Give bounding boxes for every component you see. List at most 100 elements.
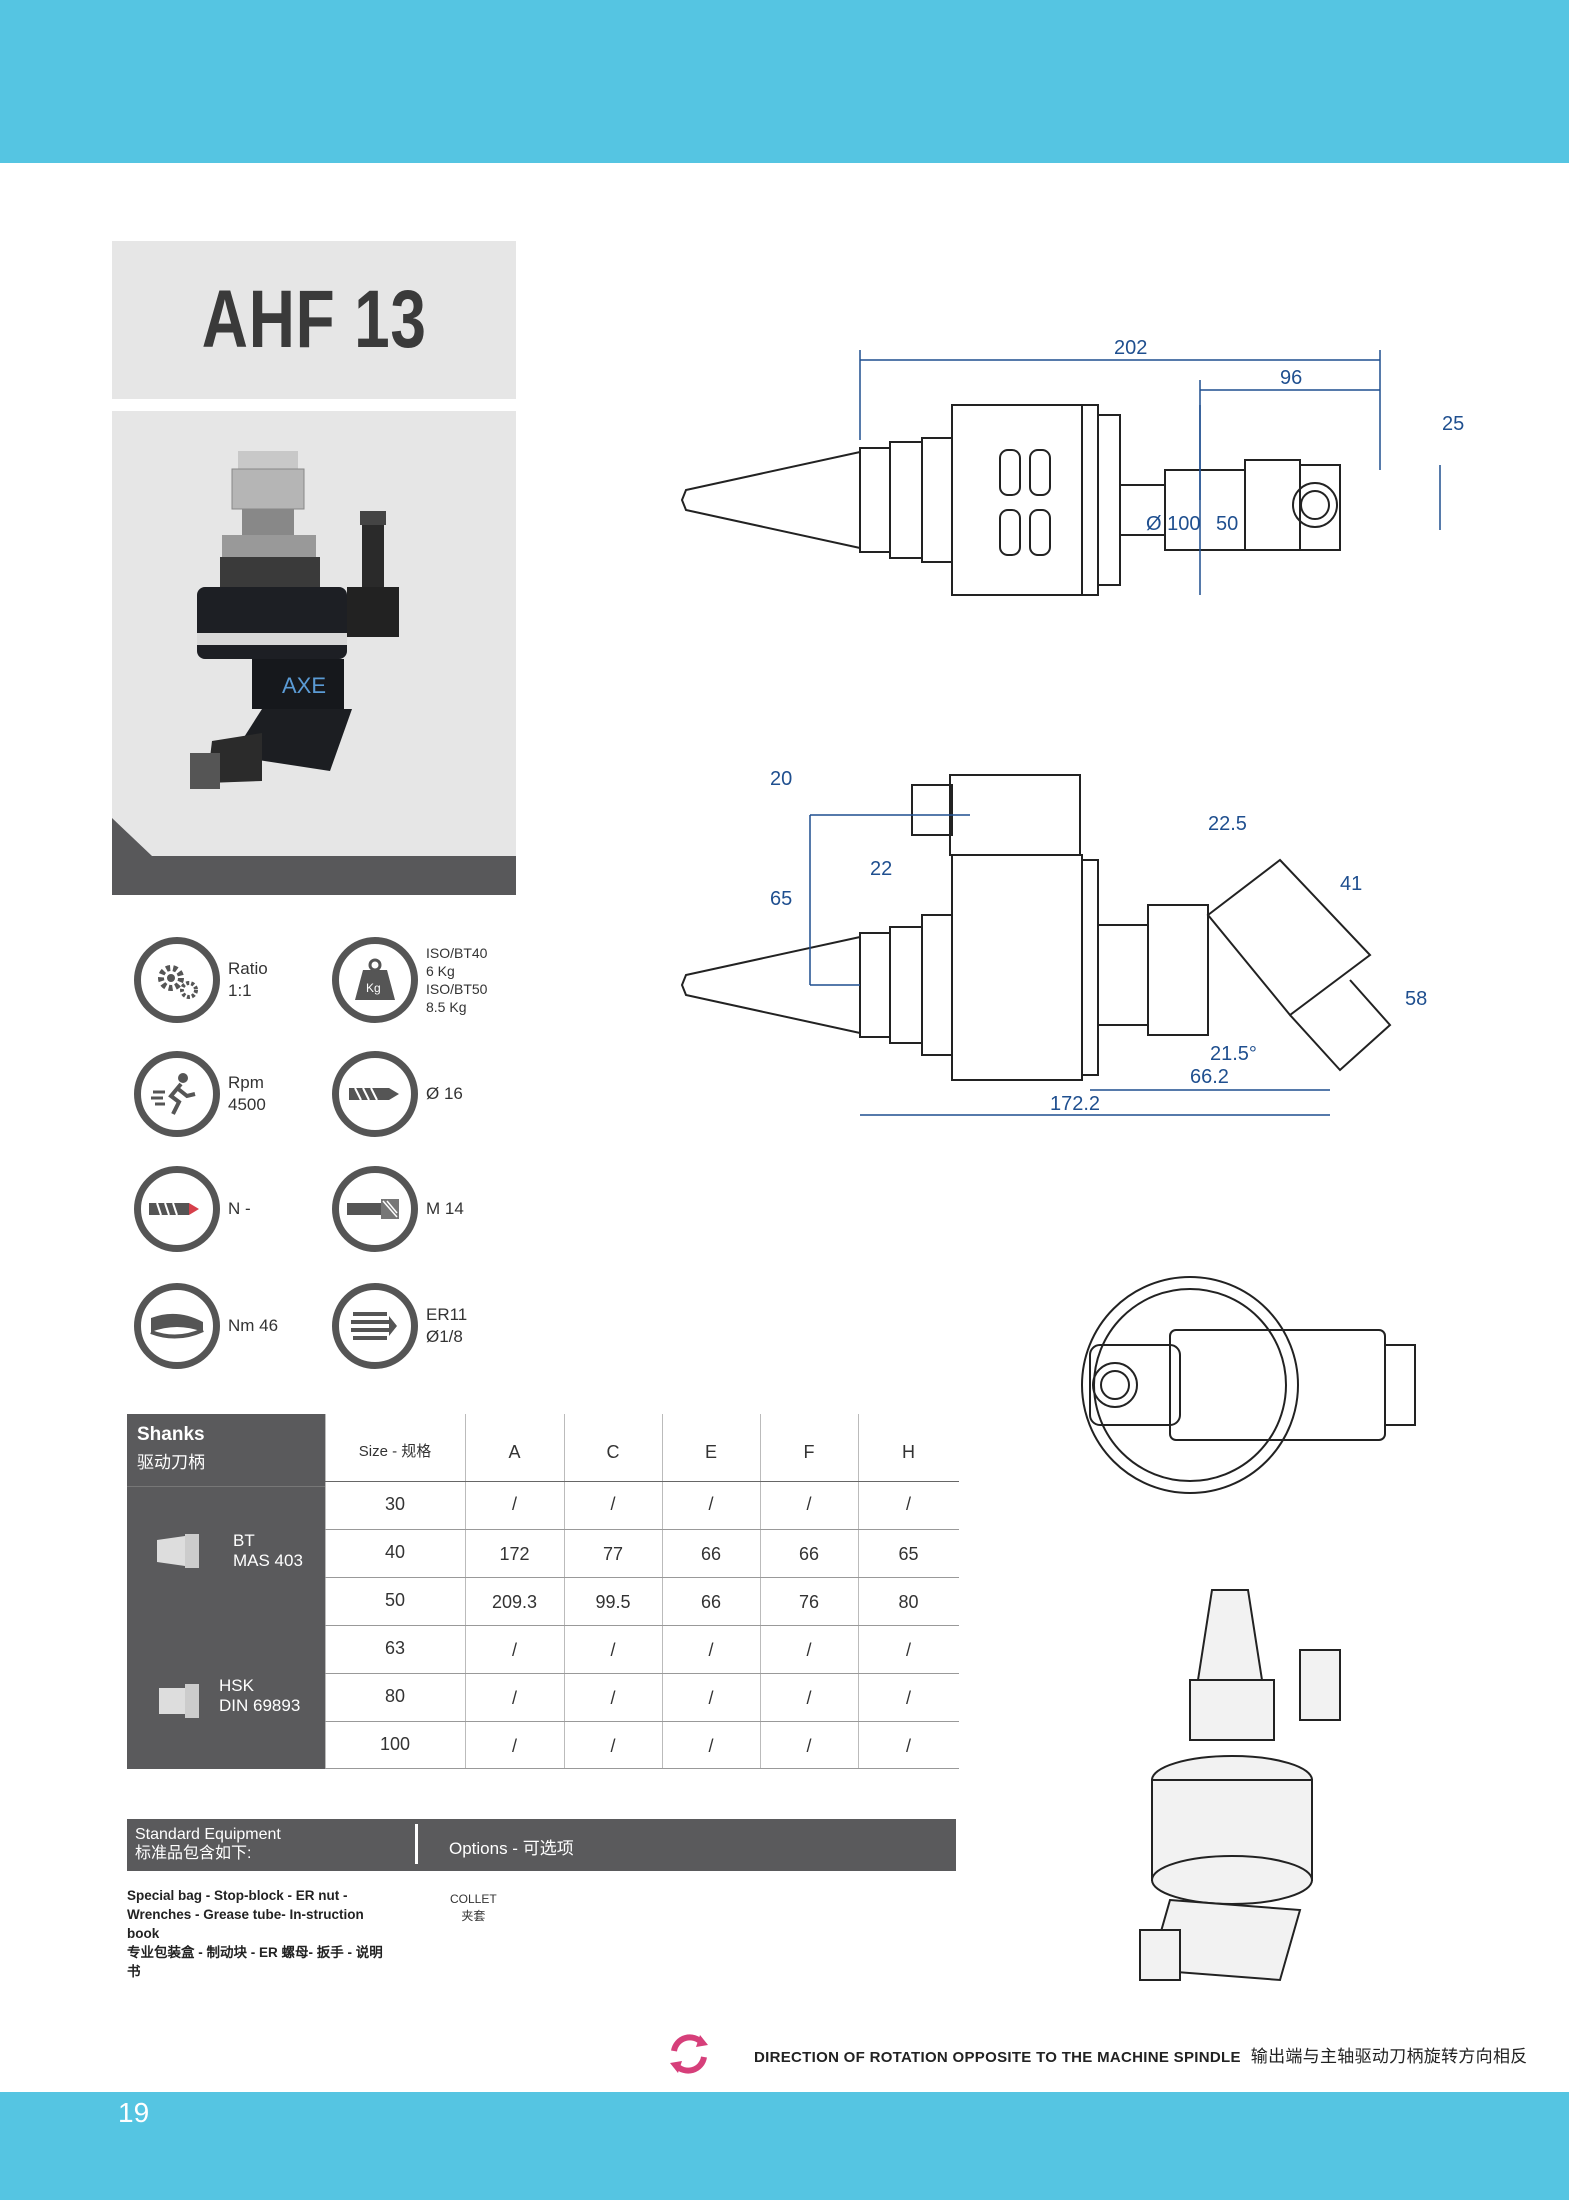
col-header-f: F bbox=[803, 1442, 815, 1462]
dim-50: 50 bbox=[1216, 513, 1238, 535]
standard-equipment-list: Special bag - Stop-block - ER nut - Wren… bbox=[127, 1886, 392, 1981]
drawing-top-view: 202 96 25 Ø 100 50 bbox=[680, 337, 1464, 596]
tool-photo-illustration: AXE bbox=[190, 451, 399, 789]
table-cell: / bbox=[708, 1736, 714, 1756]
table-cell: / bbox=[806, 1688, 812, 1708]
spec-weight-text: ISO/BT40 6 Kg ISO/BT50 8.5 Kg bbox=[426, 945, 488, 1015]
options-label: Options - 可选项 bbox=[449, 1839, 574, 1858]
table-cell: / bbox=[610, 1494, 616, 1514]
table-cell: / bbox=[905, 1640, 911, 1660]
table-cell: 80 bbox=[898, 1592, 919, 1612]
col-divider bbox=[858, 1414, 859, 1769]
spec-collet: ER11 Ø1/8 bbox=[332, 1283, 467, 1369]
table-cell: 66 bbox=[700, 1544, 722, 1564]
shanks-title: Shanks bbox=[137, 1424, 205, 1445]
spec-tap: N - bbox=[134, 1166, 251, 1252]
drill-icon bbox=[332, 1051, 418, 1137]
gears-icon bbox=[134, 937, 220, 1023]
row-divider bbox=[325, 1577, 959, 1578]
rotation-arrows-icon bbox=[670, 2034, 708, 2074]
col-header-h: H bbox=[902, 1442, 915, 1462]
table-cell: / bbox=[610, 1640, 616, 1660]
page-number: 19 bbox=[118, 2097, 150, 2128]
row-divider bbox=[325, 1721, 959, 1722]
dim-65: 65 bbox=[770, 888, 792, 910]
shanks-title-cn: 驱动刀柄 bbox=[137, 1453, 205, 1472]
table-cell: / bbox=[708, 1640, 714, 1660]
drawing-side-view: 20 65 22 22.5 41 58 21.5° 66.2 172.2 bbox=[680, 768, 1427, 1116]
shanks-table: Shanks 驱动刀柄 BT MAS 403 HSK DIN 69893 Siz… bbox=[127, 1414, 959, 1769]
bt-label: BT MAS 403 bbox=[233, 1531, 303, 1571]
col-divider bbox=[662, 1414, 663, 1769]
table-cell: 66 bbox=[798, 1544, 820, 1564]
table-cell: / bbox=[905, 1736, 911, 1756]
col-header-e: E bbox=[704, 1442, 717, 1462]
collet-label: COLLET bbox=[450, 1892, 497, 1906]
table-cell: / bbox=[806, 1736, 812, 1756]
dim-22-5: 22.5 bbox=[1208, 813, 1247, 835]
table-cell: / bbox=[905, 1688, 911, 1708]
table-cell: 209.3 bbox=[491, 1592, 538, 1612]
table-cell: / bbox=[511, 1494, 517, 1514]
collet-label-cn: 夹套 bbox=[461, 1909, 486, 1923]
table-cell: / bbox=[610, 1688, 616, 1708]
table-cell: 65 bbox=[898, 1544, 919, 1564]
runner-icon bbox=[134, 1051, 220, 1137]
spec-ratio-text: Ratio 1:1 bbox=[228, 959, 268, 1000]
dim-41: 41 bbox=[1340, 873, 1362, 895]
equipment-bar: Standard Equipment 标准品包含如下: Options - 可选… bbox=[127, 1819, 956, 1871]
rotation-note: DIRECTION OF ROTATION OPPOSITE TO THE MA… bbox=[754, 2042, 1528, 2067]
weight-icon: Kg bbox=[332, 937, 418, 1023]
spec-thread: M 14 bbox=[332, 1166, 464, 1252]
spec-rpm-text: Rpm 4500 bbox=[228, 1073, 266, 1114]
table-cell: / bbox=[905, 1494, 911, 1514]
spec-tap-text: N - bbox=[228, 1199, 251, 1218]
standard-equipment-label: Standard Equipment 标准品包含如下: bbox=[135, 1825, 281, 1863]
product-title-box: AHF 13 bbox=[112, 241, 516, 399]
hsk-name: HSK bbox=[219, 1676, 254, 1695]
equipment-separator bbox=[415, 1824, 418, 1864]
table-cell: / bbox=[610, 1736, 616, 1756]
dim-22: 22 bbox=[870, 858, 892, 880]
standard-equipment-title: Standard Equipment bbox=[135, 1826, 281, 1843]
table-cell: / bbox=[511, 1688, 517, 1708]
rotation-note-text-cn: 输出端与主轴驱动刀柄旋转方向相反 bbox=[1250, 2047, 1528, 2066]
spec-weight: Kg ISO/BT40 6 Kg ISO/BT50 8.5 Kg bbox=[332, 937, 487, 1023]
row-size: 30 bbox=[384, 1494, 406, 1514]
collet-icon bbox=[332, 1283, 418, 1369]
col-divider bbox=[465, 1414, 466, 1769]
table-cell: / bbox=[708, 1688, 714, 1708]
photo-footer-bar bbox=[112, 856, 516, 895]
dim-21-5-deg: 21.5° bbox=[1210, 1043, 1257, 1065]
row-size: 40 bbox=[384, 1542, 406, 1562]
table-cell: 172 bbox=[499, 1544, 530, 1564]
shanks-divider bbox=[127, 1486, 325, 1487]
table-cell: 77 bbox=[602, 1544, 624, 1564]
dim-58: 58 bbox=[1405, 988, 1427, 1010]
drawing-isometric-view bbox=[1139, 1589, 1341, 1982]
table-cell: / bbox=[806, 1494, 812, 1514]
spec-collet-text: ER11 Ø1/8 bbox=[426, 1305, 468, 1346]
bt-shank-icon bbox=[157, 1534, 199, 1568]
col-divider bbox=[760, 1414, 761, 1769]
col-header-c: C bbox=[606, 1442, 620, 1462]
row-divider bbox=[325, 1625, 959, 1626]
standard-equipment-text: Special bag - Stop-block - ER nut - Wren… bbox=[127, 1888, 364, 1941]
row-size: 100 bbox=[379, 1734, 411, 1754]
table-cell: / bbox=[806, 1640, 812, 1660]
row-size: 50 bbox=[384, 1590, 406, 1610]
table-cell: / bbox=[708, 1494, 714, 1514]
drawing-front-view bbox=[1081, 1276, 1416, 1494]
shanks-column: Shanks 驱动刀柄 BT MAS 403 HSK DIN 69893 bbox=[127, 1414, 325, 1769]
svg-text:Kg: Kg bbox=[366, 981, 381, 995]
row-divider bbox=[325, 1529, 959, 1530]
spec-torque-text: Nm 46 bbox=[228, 1316, 279, 1335]
dim-172-2: 172.2 bbox=[1050, 1093, 1100, 1115]
standard-equipment-text-cn: 专业包装盒 - 制动块 - ER 螺母- 扳手 - 说明书 bbox=[127, 1945, 383, 1979]
product-photo: AXE bbox=[112, 411, 516, 895]
standard-equipment-title-cn: 标准品包含如下: bbox=[135, 1845, 252, 1862]
row-size: 63 bbox=[384, 1638, 406, 1658]
hsk-shank-icon bbox=[159, 1684, 199, 1718]
rotation-note-text: DIRECTION OF ROTATION OPPOSITE TO THE MA… bbox=[754, 2049, 1241, 2066]
header-band bbox=[0, 0, 1569, 163]
